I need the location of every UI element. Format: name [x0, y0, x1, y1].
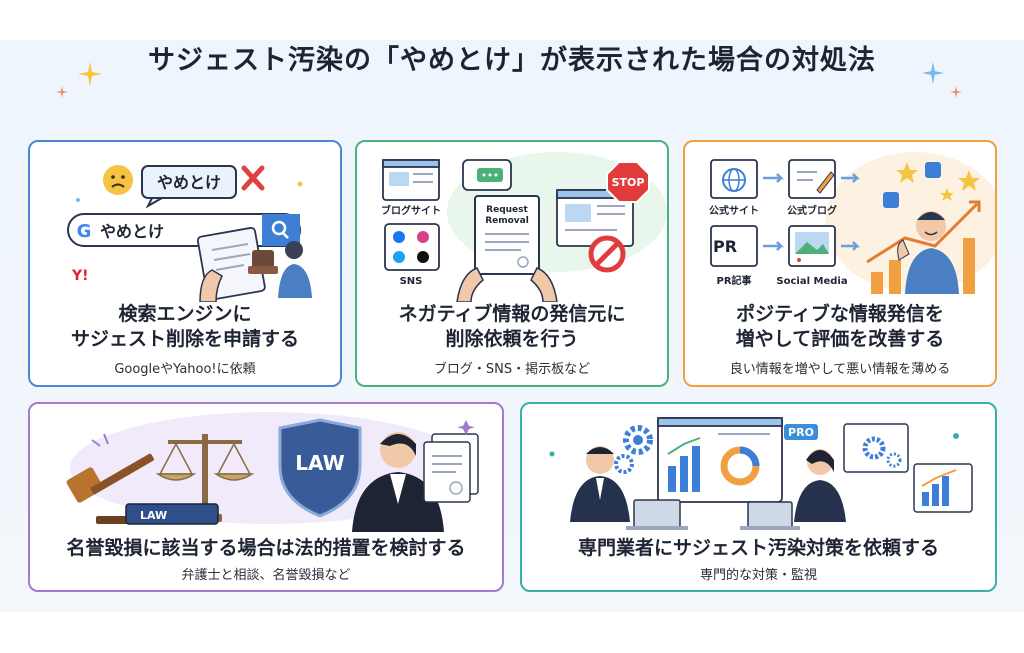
- page-title: サジェスト汚染の「やめとけ」が表示された場合の対処法: [148, 45, 876, 76]
- stop-label: STOP: [612, 176, 645, 189]
- card-subtitle: GoogleやYahoo!に依頼: [114, 362, 256, 377]
- growth-chart-icon: [866, 200, 981, 294]
- google-icon: G: [77, 221, 92, 242]
- sparkle-icon: [78, 62, 102, 86]
- request-line1: Request: [486, 205, 528, 215]
- positive-content-illustration: 公式サイト 公式ブログ PR PR記事 Social Media: [709, 152, 995, 294]
- prohibited-icon: [588, 235, 626, 273]
- legal-illustration: LAW LAW: [66, 412, 479, 532]
- globe-icon: [710, 159, 758, 199]
- search-removal-illustration: やめとけ G やめとけ Y!: [67, 165, 312, 302]
- sparkle-icon: [56, 86, 68, 98]
- pr-icon-text: PR: [713, 237, 737, 256]
- social-icons: [384, 223, 440, 271]
- stop-sign-icon: [606, 161, 650, 203]
- businesswoman-icon: [794, 449, 846, 522]
- card-title: 専門業者にサジェスト汚染対策を依頼する: [577, 537, 939, 559]
- analytics-panel-icon: [913, 463, 973, 513]
- sns-label: SNS: [400, 276, 423, 287]
- card-legal-action: LAW LAW 名誉毀損に該当する場合は法的措置を検討する 弁護士と相談、名誉毀…: [28, 402, 504, 592]
- hand-icon: [199, 269, 223, 302]
- arrow-icon: [763, 173, 785, 183]
- card-title-line1: ポジティブな情報発信を: [736, 303, 944, 325]
- browser-window-icon: [382, 159, 440, 201]
- card-title-line2: 増やして評価を改善する: [735, 328, 945, 350]
- star-icon: [896, 162, 980, 201]
- yahoo-logo: Y!: [71, 268, 89, 284]
- law-shield-label: LAW: [295, 451, 344, 475]
- shield-icon: [278, 418, 362, 518]
- social-media-label: Social Media: [776, 276, 847, 287]
- request-document-icon: [474, 195, 540, 275]
- laptop-icon: [740, 501, 800, 530]
- hands-icon: [456, 267, 558, 302]
- webpage-icon: [556, 189, 634, 247]
- card-title: 名誉毀損に該当する場合は法的措置を検討する: [66, 537, 466, 559]
- arrow-icon: [763, 241, 785, 251]
- arrow-icon: [841, 173, 861, 183]
- blog-pen-icon: [788, 159, 836, 199]
- card-positive-content: 公式サイト 公式ブログ PR PR記事 Social Media ポジティブな情…: [683, 140, 997, 387]
- card-professional-service: PRO 専門業者にサジェスト汚染対策を依頼する 専門的な対策・監視: [520, 402, 997, 592]
- pr-document-icon: [710, 225, 758, 267]
- card-subtitle: 専門的な対策・監視: [699, 568, 817, 583]
- thumbs-up-icon: [883, 162, 941, 208]
- search-icon: [271, 220, 289, 239]
- card-subtitle: ブログ・SNS・掲示板など: [433, 362, 591, 377]
- arrow-icon: [841, 241, 861, 251]
- laptop-icon: [626, 499, 688, 530]
- sparkle-icon: [950, 86, 962, 98]
- professional-service-illustration: PRO: [549, 417, 973, 530]
- sparkle-icon: [922, 62, 944, 84]
- official-site-label: 公式サイト: [709, 204, 759, 217]
- image-post-icon: [788, 225, 836, 267]
- happy-person-icon: [897, 211, 959, 294]
- card-title-line1: ネガティブ情報の発信元に: [398, 303, 626, 325]
- sparkle-icon: [91, 420, 475, 447]
- pro-badge: PRO: [788, 426, 814, 439]
- lawyer-icon: [352, 432, 444, 532]
- dashboard-icon: [657, 417, 783, 503]
- blog-label: ブログサイト: [381, 204, 441, 217]
- card-source-removal: ブログサイト SNS Request Removal STOP ネガティブ情報の…: [355, 140, 669, 387]
- card-title-line2: サジェスト削除を申請する: [70, 328, 299, 350]
- gear-icon: [614, 425, 653, 474]
- person-icon: [278, 241, 312, 298]
- chat-bubble-icon: [462, 159, 512, 191]
- official-blog-label: 公式ブログ: [787, 204, 837, 217]
- businessman-icon: [570, 446, 630, 522]
- request-line2: Removal: [485, 216, 529, 226]
- law-book-icon: [125, 503, 219, 525]
- card-title-line1: 検索エンジンに: [118, 303, 252, 325]
- worried-face-icon: [103, 165, 133, 195]
- documents-icon: [423, 433, 479, 503]
- removal-request-illustration: ブログサイト SNS Request Removal STOP: [381, 152, 667, 302]
- stamp-icon: [248, 250, 278, 274]
- card-suggest-removal: やめとけ G やめとけ Y! 検索エンジンに サジェスト削除を申請する Goog…: [28, 140, 342, 387]
- card-title-line2: 削除依頼を行う: [445, 328, 579, 350]
- law-book-label: LAW: [140, 509, 167, 522]
- settings-panel-icon: [843, 423, 909, 473]
- card-subtitle: 弁護士と相談、名誉毀損など: [181, 568, 351, 583]
- card-subtitle: 良い情報を増やして悪い情報を薄める: [729, 362, 951, 377]
- bubble-text: やめとけ: [157, 173, 221, 192]
- pr-label: PR記事: [716, 274, 751, 287]
- sparkle-icon: [549, 433, 959, 457]
- search-text: やめとけ: [100, 222, 164, 241]
- cross-icon: [241, 165, 265, 191]
